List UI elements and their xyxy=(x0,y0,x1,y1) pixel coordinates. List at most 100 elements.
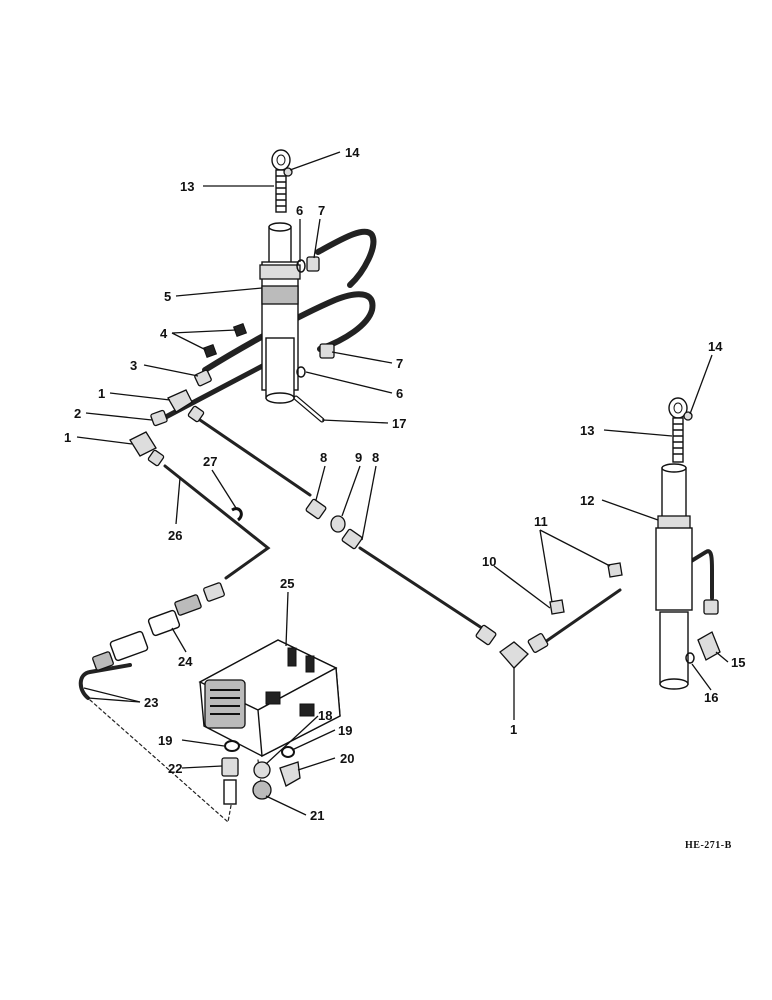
label-3: 3 xyxy=(130,358,137,373)
eye-bolt-13-right xyxy=(668,397,693,463)
label-9: 9 xyxy=(355,450,362,465)
fitting-23-end xyxy=(92,651,114,671)
fitting-7-upper xyxy=(306,256,320,272)
fitting-18 xyxy=(253,761,271,779)
leader-18 xyxy=(265,715,319,765)
cylinder-12-bottom xyxy=(659,678,689,690)
leader-8-lower xyxy=(361,465,377,541)
leader-5 xyxy=(175,287,263,297)
leader-16 xyxy=(691,663,712,691)
label-1-right: 1 xyxy=(510,722,517,737)
leader-14-right xyxy=(689,354,713,415)
nut-21 xyxy=(252,780,272,800)
leader-19-right xyxy=(291,729,336,751)
line-10 xyxy=(543,588,622,644)
fitting-22-stem xyxy=(223,779,237,805)
eye-bolt-right-threads xyxy=(673,423,683,455)
label-25: 25 xyxy=(280,576,294,591)
valve-port-a xyxy=(265,691,281,705)
label-4: 4 xyxy=(160,326,168,341)
label-13-right: 13 xyxy=(580,423,594,438)
hose-fittings-24 xyxy=(92,582,225,671)
o-ring-6-upper xyxy=(296,259,306,273)
leader-25 xyxy=(285,591,289,647)
fittings-6-7-lower xyxy=(296,343,335,378)
fitting-8-upper xyxy=(305,498,327,520)
elbow-15 xyxy=(697,631,721,661)
fitting-9 xyxy=(330,515,346,533)
fitting-7-lower xyxy=(319,343,335,359)
phantom-line-23 xyxy=(89,699,233,824)
label-6-upper: 6 xyxy=(296,203,303,218)
drawing-id: HE-271-B xyxy=(685,840,732,851)
leader-8-upper xyxy=(315,465,326,501)
label-20: 20 xyxy=(340,751,354,766)
label-5: 5 xyxy=(164,289,171,304)
coupler-24-d xyxy=(109,630,149,662)
control-valve-25 xyxy=(198,639,341,758)
fitting-12-tube-end xyxy=(703,599,719,615)
upper-hose-loop xyxy=(315,228,377,288)
fitting-3 xyxy=(194,369,212,387)
label-1-upper: 1 xyxy=(98,386,105,401)
hydraulic-lines xyxy=(78,228,714,824)
leader-13-right xyxy=(603,429,673,437)
o-ring-16 xyxy=(685,652,695,664)
label-8-upper: 8 xyxy=(320,450,327,465)
leader-10 xyxy=(493,565,551,609)
leader-3 xyxy=(143,364,199,377)
eye-bolt-hole xyxy=(276,154,286,166)
clip-4-a xyxy=(232,322,248,338)
label-24: 24 xyxy=(178,654,193,669)
label-23: 23 xyxy=(144,695,158,710)
cylinder-12 xyxy=(655,463,693,690)
leader-4a xyxy=(171,329,237,334)
label-8-lower: 8 xyxy=(372,450,379,465)
upper-hose-loop-core xyxy=(316,230,375,287)
leader-7-lower xyxy=(331,351,393,364)
line-26 xyxy=(163,464,271,580)
leader-23a xyxy=(83,687,141,703)
o-ring-19-left xyxy=(224,740,240,752)
label-1-left: 1 xyxy=(64,430,71,445)
leader-15 xyxy=(715,651,729,663)
fitting-22 xyxy=(221,757,239,777)
leader-6-lower xyxy=(305,371,393,394)
pin-17-core xyxy=(294,396,324,422)
leader-9 xyxy=(341,465,361,517)
leader-19-left xyxy=(181,739,225,747)
label-2: 2 xyxy=(74,406,81,421)
leader-23b xyxy=(87,697,141,703)
fitting-26-top xyxy=(147,449,165,467)
fitting-2 xyxy=(150,409,168,427)
fitting-line-8-start xyxy=(187,405,205,423)
cylinder-5 xyxy=(259,222,301,404)
leader-22 xyxy=(181,765,223,769)
label-22: 22 xyxy=(168,761,182,776)
label-21: 21 xyxy=(310,808,324,823)
label-6-lower: 6 xyxy=(396,386,403,401)
cylinder-5-rod-top xyxy=(268,222,292,232)
label-14-right: 14 xyxy=(708,339,723,354)
label-10: 10 xyxy=(482,554,496,569)
eye-bolt-threads xyxy=(276,175,286,207)
elbow-1-right xyxy=(499,641,529,669)
leader-17 xyxy=(321,419,389,424)
label-7-lower: 7 xyxy=(396,356,403,371)
leader-26 xyxy=(175,477,181,525)
clip-11-b xyxy=(549,599,565,615)
label-15: 15 xyxy=(731,655,745,670)
fitting-24-b xyxy=(174,594,202,616)
cylinder-12-rod-top xyxy=(661,463,687,473)
valve-spring-coils xyxy=(210,689,240,715)
elbow-20 xyxy=(279,761,301,787)
leader-7-upper xyxy=(313,218,321,259)
leader-2 xyxy=(85,412,153,421)
label-26: 26 xyxy=(168,528,182,543)
label-12: 12 xyxy=(580,493,594,508)
eye-bolt-right-hole xyxy=(673,402,683,414)
leader-27 xyxy=(211,469,237,509)
tube-12 xyxy=(686,549,714,600)
line-8-lower xyxy=(358,546,490,634)
